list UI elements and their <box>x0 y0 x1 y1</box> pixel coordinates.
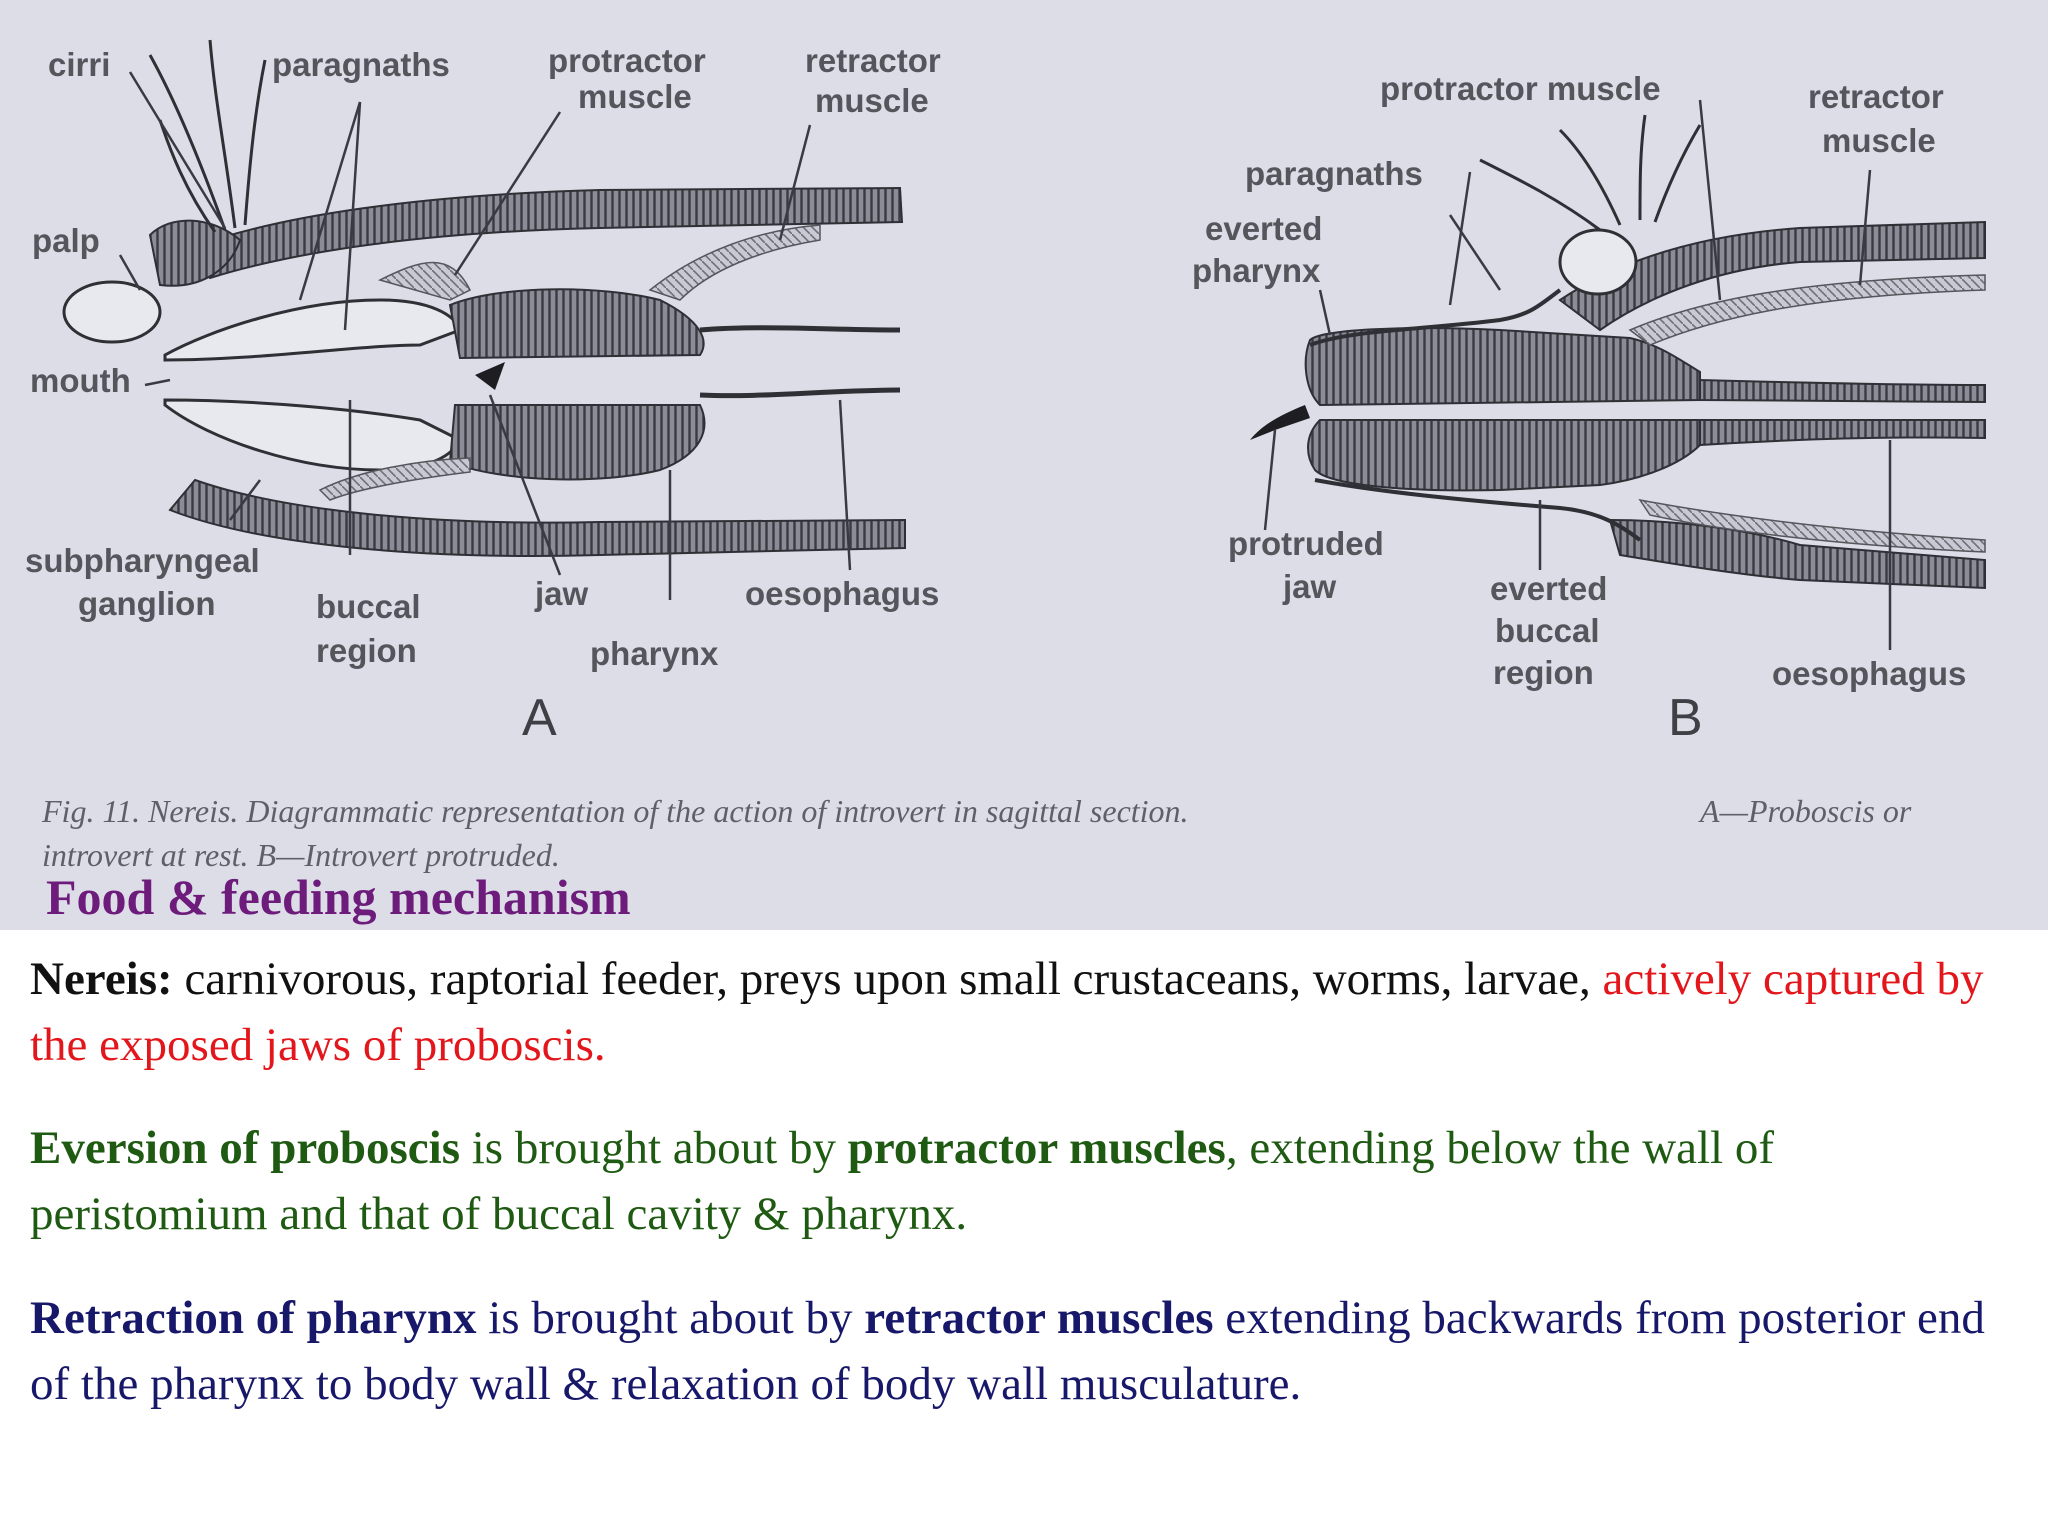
nereis-term: Nereis: <box>30 953 173 1005</box>
label-protractor-a-2: muscle <box>578 78 692 115</box>
label-everted-pharynx-b-1: everted <box>1205 210 1322 247</box>
eversion-term: Eversion of proboscis <box>30 1122 460 1174</box>
buccal-lower-a <box>163 398 463 472</box>
cirri-a <box>148 39 267 233</box>
label-palp: palp <box>32 222 100 259</box>
lower-body-wall-a <box>168 478 906 557</box>
figure-caption-line1: Fig. 11. Nereis. Diagrammatic representa… <box>41 793 1189 829</box>
label-protractor-muscle-b: protractor muscle <box>1380 70 1661 107</box>
buccal-upper-a <box>163 298 462 362</box>
label-oesophagus-a: oesophagus <box>745 575 939 612</box>
oesophagus-lower-b <box>1699 419 1986 447</box>
cirri-b <box>1479 114 1702 232</box>
protractor-term: protractor muscles <box>847 1122 1226 1174</box>
label-letter-a: A <box>522 689 557 747</box>
retraction-term: Retraction of pharynx <box>30 1292 477 1344</box>
figure-caption-line1-right: A—Proboscis or <box>1698 793 1912 829</box>
leader-lines-b <box>1263 99 1892 650</box>
oesophagus-upper-a <box>699 325 901 333</box>
leader-lines-a <box>118 71 852 600</box>
upper-body-wall-a <box>188 186 904 280</box>
everted-pharynx-lower-b <box>1307 419 1701 492</box>
retraction-text-2: extending backwards from posterior end o… <box>30 1292 1985 1410</box>
palp-b <box>1558 228 1638 296</box>
label-buccal-a-1: buccal <box>316 588 421 625</box>
retractor-term: retractor muscles <box>864 1292 1214 1344</box>
label-cirri: cirri <box>48 46 110 83</box>
everted-buccal-lining-b <box>1309 288 1562 347</box>
pharynx-upper-a <box>448 288 705 360</box>
nereis-introvert-figure: cirri paragnaths protractor muscle retra… <box>0 0 2048 930</box>
label-protruded-jaw-1: protruded <box>1228 525 1384 562</box>
pharynx-lower-a <box>448 404 706 481</box>
label-everted-pharynx-b-2: pharynx <box>1192 252 1321 289</box>
nereis-description: carnivorous, raptorial feeder, preys upo… <box>172 953 1603 1005</box>
label-letter-b: B <box>1668 689 1703 747</box>
label-oesophagus-b: oesophagus <box>1772 655 1966 692</box>
retraction-text-1: is brought about by <box>476 1292 865 1344</box>
paragraph-eversion: Eversion of proboscis is brought about b… <box>30 1115 2020 1247</box>
eversion-text-1: is brought about by <box>460 1122 848 1174</box>
label-subpharyngeal-1: subpharyngeal <box>25 542 260 579</box>
label-everted-buccal-1: everted <box>1490 570 1607 607</box>
everted-pharynx-upper-b <box>1304 327 1701 407</box>
figure-caption-line2: introvert at rest. B—Introvert protruded… <box>42 837 560 873</box>
label-protractor-a-1: protractor <box>548 42 706 79</box>
label-retractor-b-1: retractor <box>1808 78 1944 115</box>
paragraph-nereis-feeding: Nereis: carnivorous, raptorial feeder, p… <box>30 946 2020 1078</box>
label-paragnaths-a: paragnaths <box>272 46 450 83</box>
label-pharynx-a: pharynx <box>590 635 719 672</box>
protruded-jaw-b <box>1250 405 1310 440</box>
oesophagus-upper-b <box>1699 378 1986 404</box>
diagram-b: protractor muscle retractor muscle parag… <box>1192 70 1986 747</box>
everted-buccal-lining-lower-b <box>1314 478 1642 542</box>
paragraph-retraction: Retraction of pharynx is brought about b… <box>30 1285 2020 1417</box>
section-title: Food & feeding mechanism <box>46 869 631 925</box>
eversion-text-2: , extending below the wall of peristomiu… <box>30 1122 1775 1240</box>
label-jaw-a: jaw <box>534 575 589 612</box>
label-protruded-jaw-2: jaw <box>1282 568 1337 605</box>
label-mouth: mouth <box>30 362 131 399</box>
label-subpharyngeal-2: ganglion <box>78 585 215 622</box>
label-everted-buccal-2: buccal <box>1495 612 1600 649</box>
ventral-muscle-a <box>318 457 471 501</box>
label-retractor-a-1: retractor <box>805 42 941 79</box>
label-paragnaths-b: paragnaths <box>1245 155 1423 192</box>
label-everted-buccal-3: region <box>1493 654 1594 691</box>
label-retractor-a-2: muscle <box>815 82 929 119</box>
retractor-muscle-a <box>648 224 821 301</box>
protractor-muscle-b <box>1628 274 1986 346</box>
jaw-a <box>475 362 505 390</box>
protractor-muscle-a <box>377 261 472 301</box>
diagram-a: cirri paragnaths protractor muscle retra… <box>25 39 941 747</box>
figure-drawing: cirri paragnaths protractor muscle retra… <box>25 39 1986 873</box>
prostomium-a <box>148 219 242 287</box>
palp-a <box>62 280 162 344</box>
retractor-muscle-b <box>1638 498 1986 553</box>
label-buccal-a-2: region <box>316 632 417 669</box>
oesophagus-lower-a <box>699 387 901 399</box>
label-retractor-b-2: muscle <box>1822 122 1936 159</box>
capture-statement: actively captured by the exposed jaws of… <box>30 953 1984 1071</box>
